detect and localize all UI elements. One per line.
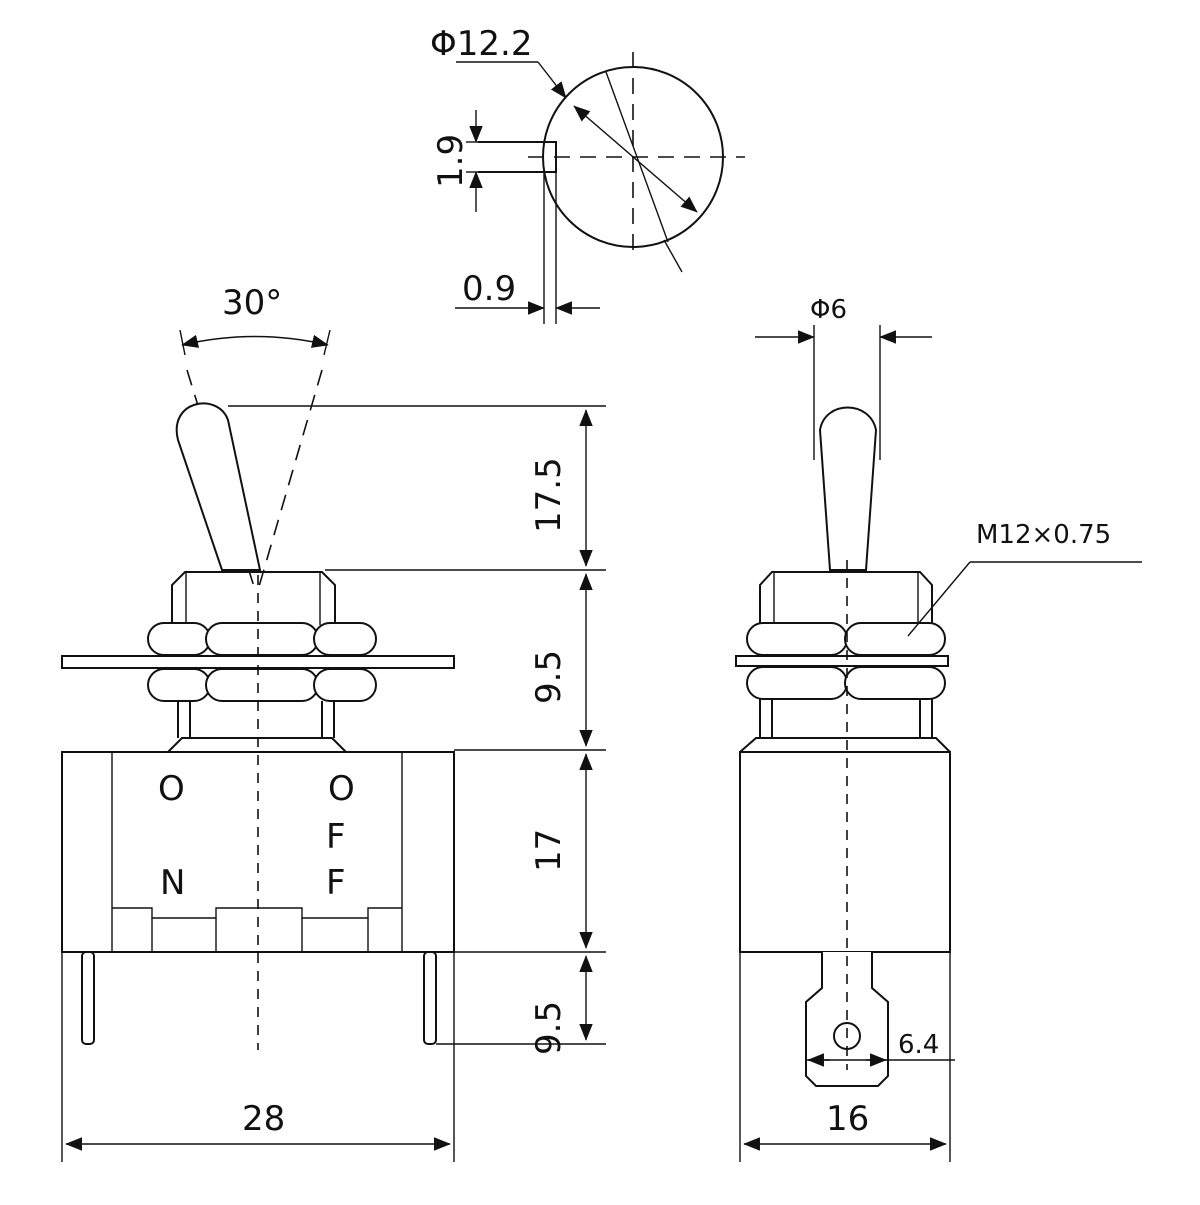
width-label: 0.9 [462,269,516,309]
mark-n: N [160,863,185,903]
thread-leader [907,561,971,637]
terminal-width-label: 6.4 [898,1030,939,1060]
bushing-lower [177,701,335,738]
side-lever [818,406,878,571]
angle-ext-right [323,329,331,356]
upper-nut-right [313,622,377,656]
mark-f-lower: F [326,863,346,903]
dim-terminal-label: 9.5 [529,1001,569,1055]
dim-lever-label: 17.5 [529,457,569,533]
side-bushing-lower [759,699,933,738]
mark-f-upper: F [326,817,346,857]
thread-label: M12×0.75 [976,520,1111,550]
bushing-base [167,737,347,753]
angle-ext-left [179,329,186,356]
angle-arc [181,334,329,348]
front-view: 30° O O F N F [61,283,606,1162]
lower-nut-left [147,668,211,702]
diameter-leader [537,61,567,99]
dia6-label: Φ6 [810,295,847,325]
diameter-arrow [573,105,698,213]
side-bushing-top [759,571,933,625]
side-view: Φ6 6.4 M12×0.75 16 [735,295,1142,1162]
terminal-pin-right [423,951,437,1045]
dim-body-label: 17 [529,829,569,872]
side-body [739,751,951,953]
diameter-leader-tail [663,239,683,273]
side-bushing-base [739,737,951,753]
diameter-label: Φ12.2 [430,24,532,64]
dim-bushing-label: 9.5 [529,650,569,704]
angle-label: 30° [222,283,282,323]
lever-axis-right [257,369,323,591]
lower-nut-right [313,668,377,702]
side-lower-nut-left [746,666,848,700]
top-detail: Φ12.2 1.9 0.9 [430,24,745,324]
dim-width-label: 28 [242,1099,285,1139]
lower-nut-center [205,668,319,702]
switch-body [61,751,455,953]
terminal-slots-sides [151,918,369,952]
mark-o-right: O [328,769,355,809]
side-upper-nut-right [844,622,946,656]
side-dim-width-label: 16 [826,1099,869,1139]
toggle-lever [175,402,262,571]
mark-o-left: O [158,769,185,809]
terminal-pin-left [81,951,95,1045]
height-label: 1.9 [431,134,471,188]
side-upper-nut-left [746,622,848,656]
upper-nut-center [205,622,319,656]
side-washer [735,655,949,667]
side-lower-nut-right [844,666,946,700]
upper-nut-left [147,622,211,656]
lever-tab [478,141,557,173]
bushing-top [171,571,336,625]
terminal-slots-top [112,907,402,919]
